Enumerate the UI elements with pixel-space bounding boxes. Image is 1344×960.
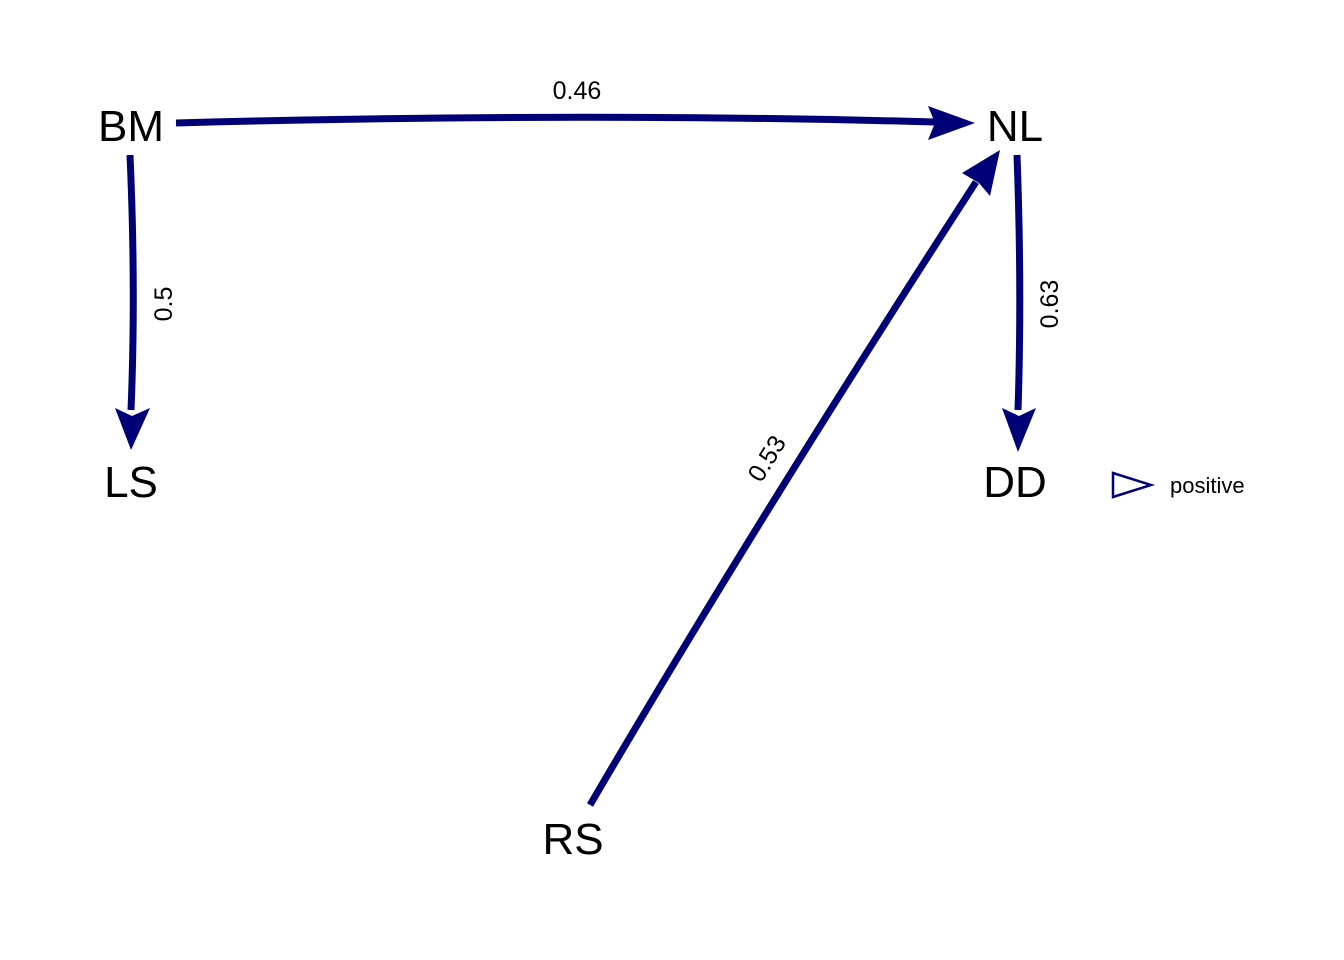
edge-nl-dd: 0.63 <box>1002 154 1064 452</box>
edge-bm-ls-label: 0.5 <box>150 287 178 322</box>
triangle-outline-icon <box>1111 471 1156 499</box>
edge-rs-nl-line <box>586 180 979 807</box>
edge-nl-dd-line <box>1013 154 1024 411</box>
edge-bm-nl-arrowhead <box>928 106 975 140</box>
edge-bm-ls-line <box>126 154 137 411</box>
edge-bm-ls: 0.5 <box>115 154 178 450</box>
node-nl: NL <box>987 102 1043 151</box>
node-dd: DD <box>983 458 1047 507</box>
legend-label-positive: positive <box>1170 473 1245 498</box>
legend: positive <box>1111 471 1245 499</box>
edge-bm-nl-label: 0.46 <box>553 77 602 105</box>
edge-bm-nl: 0.46 <box>175 77 975 140</box>
node-ls: LS <box>104 458 158 507</box>
edge-bm-ls-arrowhead <box>115 408 150 450</box>
edge-bm-nl-line <box>175 113 936 127</box>
edge-rs-nl: 0.53 <box>586 150 1000 807</box>
node-rs: RS <box>542 815 603 864</box>
edge-nl-dd-arrowhead <box>1002 408 1036 452</box>
node-bm: BM <box>98 102 164 151</box>
edge-nl-dd-label: 0.63 <box>1036 280 1064 329</box>
edge-rs-nl-arrowhead <box>962 150 1000 196</box>
